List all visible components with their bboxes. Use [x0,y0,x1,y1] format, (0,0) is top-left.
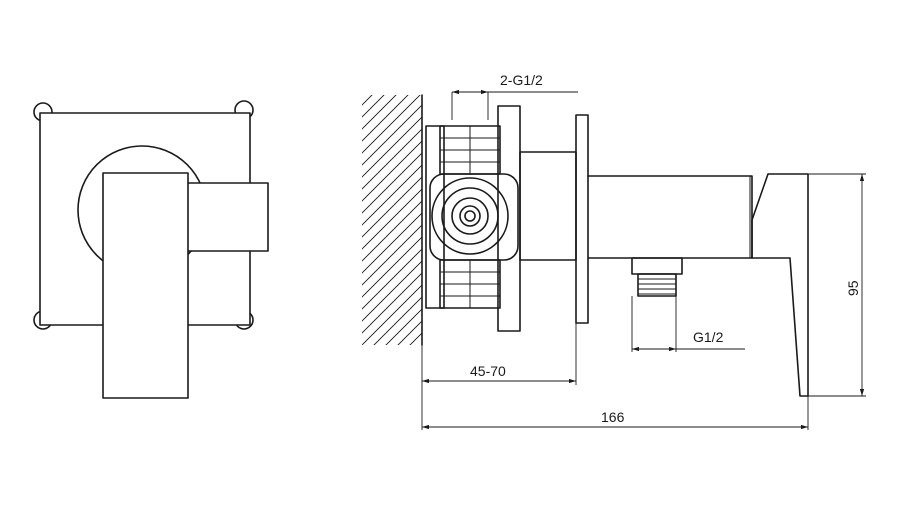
wall-plate-side [575,114,589,324]
dimension-height [808,173,866,397]
dimension-overall-length [422,396,809,430]
valve-body [425,105,577,332]
dimension-inlet [451,89,578,120]
dimension-wall-depth [421,323,577,430]
wall-hatch [362,95,422,345]
inlet-thread-label: 2-G1/2 [500,72,543,88]
outlet-connector [631,257,683,297]
overall-length-label: 166 [601,409,625,425]
front-view [33,100,269,399]
handle-side [587,173,809,397]
outlet-thread-label: G1/2 [693,329,724,345]
handle-lever-front [184,182,269,252]
handle-body-front [102,172,189,399]
side-view: 2-G1/2 G1/2 45-70 166 95 [362,72,866,430]
dimension-outlet [631,296,745,352]
height-label: 95 [845,280,861,296]
wall-depth-label: 45-70 [470,363,506,379]
